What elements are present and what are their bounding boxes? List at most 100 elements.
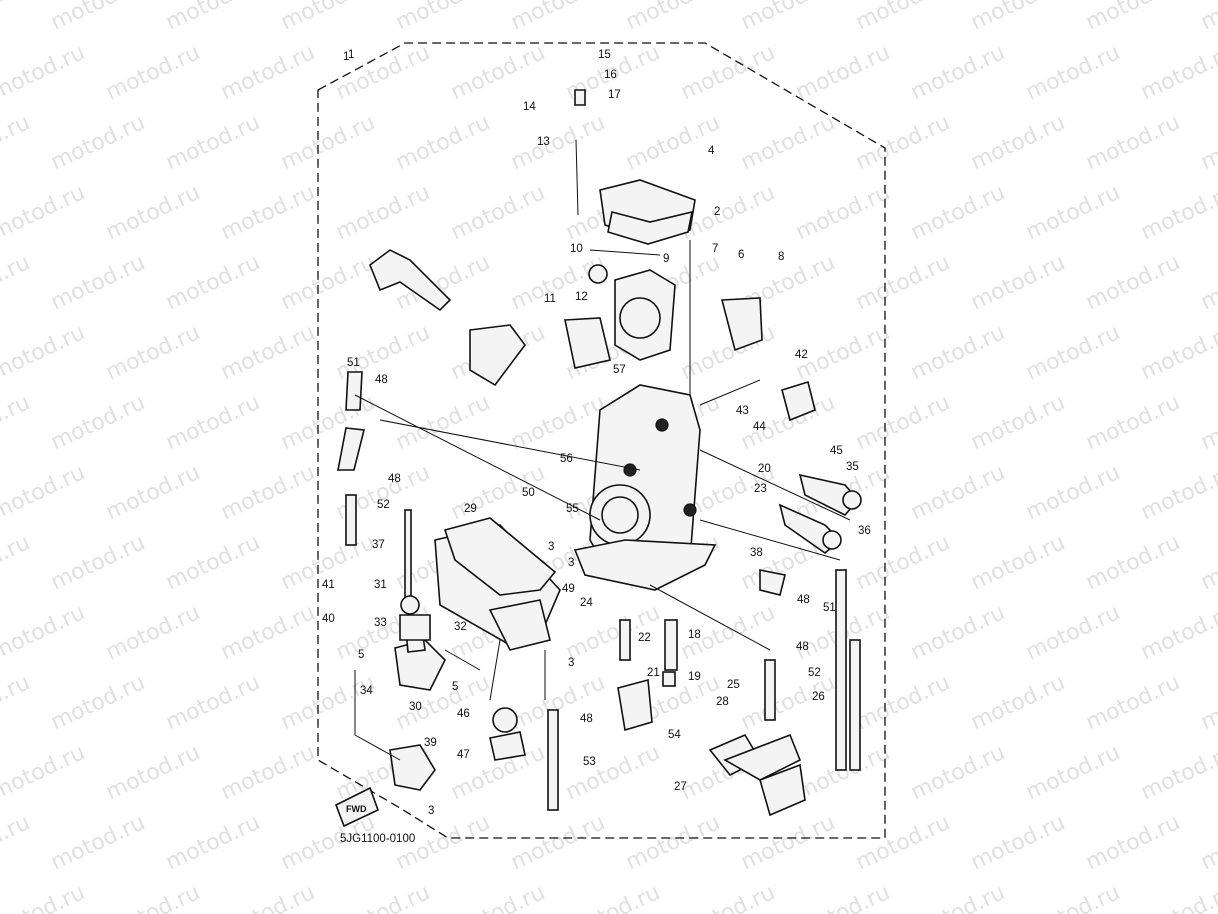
carburetor-body <box>573 384 717 591</box>
fwd-arrow: FWD <box>334 786 380 828</box>
watermark-text: motod.ru <box>507 0 609 35</box>
watermark-text: motod.ru <box>47 250 149 315</box>
watermark-text: motod.ru <box>447 880 549 914</box>
watermark-text: motod.ru <box>47 530 149 595</box>
watermark-text: motod.ru <box>852 110 954 175</box>
callout-label: 5 <box>358 649 364 661</box>
watermark-text: motod.ru <box>622 0 724 35</box>
watermark-text: motod.ru <box>967 810 1069 875</box>
watermark-text: motod.ru <box>0 180 89 245</box>
pilot-screws <box>720 297 862 555</box>
callout-label: 52 <box>808 667 821 679</box>
watermark-text: motod.ru <box>392 110 494 175</box>
watermark-text: motod.ru <box>102 600 204 665</box>
watermark-text: motod.ru <box>907 600 1009 665</box>
watermark-text: motod.ru <box>102 320 204 385</box>
watermark-text: motod.ru <box>737 110 839 175</box>
watermark-text: motod.ru <box>102 180 204 245</box>
callout-label: 48 <box>796 641 809 653</box>
watermark-text: motod.ru <box>852 390 954 455</box>
callout-label: 38 <box>750 547 763 559</box>
watermark-text: motod.ru <box>1022 460 1124 525</box>
callout-label: 15 <box>598 49 611 61</box>
watermark-text: motod.ru <box>47 110 149 175</box>
callout-label: 54 <box>668 729 681 741</box>
watermark-text: motod.ru <box>1137 40 1218 105</box>
callout-label: 27 <box>674 781 687 793</box>
callout-label: 48 <box>797 594 810 606</box>
watermark-text: motod.ru <box>392 390 494 455</box>
watermark-text: motod.ru <box>217 40 319 105</box>
watermark-text: motod.ru <box>907 40 1009 105</box>
watermark-text: motod.ru <box>562 740 664 805</box>
callout-label: 2 <box>714 206 720 218</box>
watermark-text: motod.ru <box>162 0 264 35</box>
watermark-text: motod.ru <box>277 0 379 35</box>
callout-label: 44 <box>753 421 766 433</box>
watermark-text: motod.ru <box>277 670 379 735</box>
callout-label: 36 <box>858 525 871 537</box>
callout-label: 28 <box>716 696 729 708</box>
callout-label: 48 <box>375 374 388 386</box>
jets-and-misc <box>399 89 786 761</box>
callout-label: 51 <box>823 602 836 614</box>
callout-label: 1 <box>348 49 354 61</box>
hoses <box>337 371 861 811</box>
callout-label: 33 <box>374 617 387 629</box>
watermark-text: motod.ru <box>737 810 839 875</box>
callout-label: 21 <box>647 667 660 679</box>
watermark-text: motod.ru <box>0 0 34 35</box>
watermark-text: motod.ru <box>392 0 494 35</box>
diagram-code: 5JG1100-0100 <box>340 833 415 845</box>
watermark-text: motod.ru <box>162 390 264 455</box>
callout-label: 41 <box>322 579 335 591</box>
callout-label: 35 <box>846 461 859 473</box>
callout-label: 31 <box>374 579 387 591</box>
watermark-text: motod.ru <box>277 250 379 315</box>
callout-label: 23 <box>754 483 767 495</box>
callout-label: 16 <box>604 69 617 81</box>
watermark-text: motod.ru <box>102 740 204 805</box>
watermark-text: motod.ru <box>0 740 89 805</box>
watermark-text: motod.ru <box>1022 180 1124 245</box>
float-bowl <box>434 517 561 651</box>
watermark-text: motod.ru <box>1022 40 1124 105</box>
watermark-text: motod.ru <box>0 670 34 735</box>
callout-label: 43 <box>736 405 749 417</box>
callout-label: 55 <box>566 503 579 515</box>
watermark-text: motod.ru <box>967 250 1069 315</box>
watermark-text: motod.ru <box>332 880 434 914</box>
watermark-text: motod.ru <box>1197 810 1218 875</box>
watermark-text: motod.ru <box>507 810 609 875</box>
watermark-text: motod.ru <box>102 880 204 914</box>
watermark-text: motod.ru <box>622 110 724 175</box>
watermark-text: motod.ru <box>277 110 379 175</box>
watermark-text: motod.ru <box>162 530 264 595</box>
callout-label: 22 <box>638 632 651 644</box>
watermark-text: motod.ru <box>852 0 954 35</box>
callout-label: 19 <box>688 671 701 683</box>
callout-label: 37 <box>372 539 385 551</box>
callout-label: 8 <box>778 251 784 263</box>
watermark-text: motod.ru <box>1082 110 1184 175</box>
callout-label: 57 <box>613 364 626 376</box>
watermark-text: motod.ru <box>1197 110 1218 175</box>
watermark-text: motod.ru <box>1022 740 1124 805</box>
watermark-text: motod.ru <box>792 880 894 914</box>
callout-label: 12 <box>575 291 588 303</box>
watermark-text: motod.ru <box>1137 320 1218 385</box>
watermark-text: motod.ru <box>162 670 264 735</box>
watermark-text: motod.ru <box>1137 460 1218 525</box>
callout-label: 52 <box>377 499 390 511</box>
watermark-text: motod.ru <box>0 390 34 455</box>
watermark-text: motod.ru <box>967 530 1069 595</box>
callout-label: 17 <box>608 89 621 101</box>
watermark-text: motod.ru <box>1082 250 1184 315</box>
watermark-text: motod.ru <box>677 880 779 914</box>
watermark-text: motod.ru <box>217 600 319 665</box>
callout-label: 45 <box>830 445 843 457</box>
callout-label: 11 <box>544 293 556 305</box>
group-number: 1 <box>343 51 349 63</box>
